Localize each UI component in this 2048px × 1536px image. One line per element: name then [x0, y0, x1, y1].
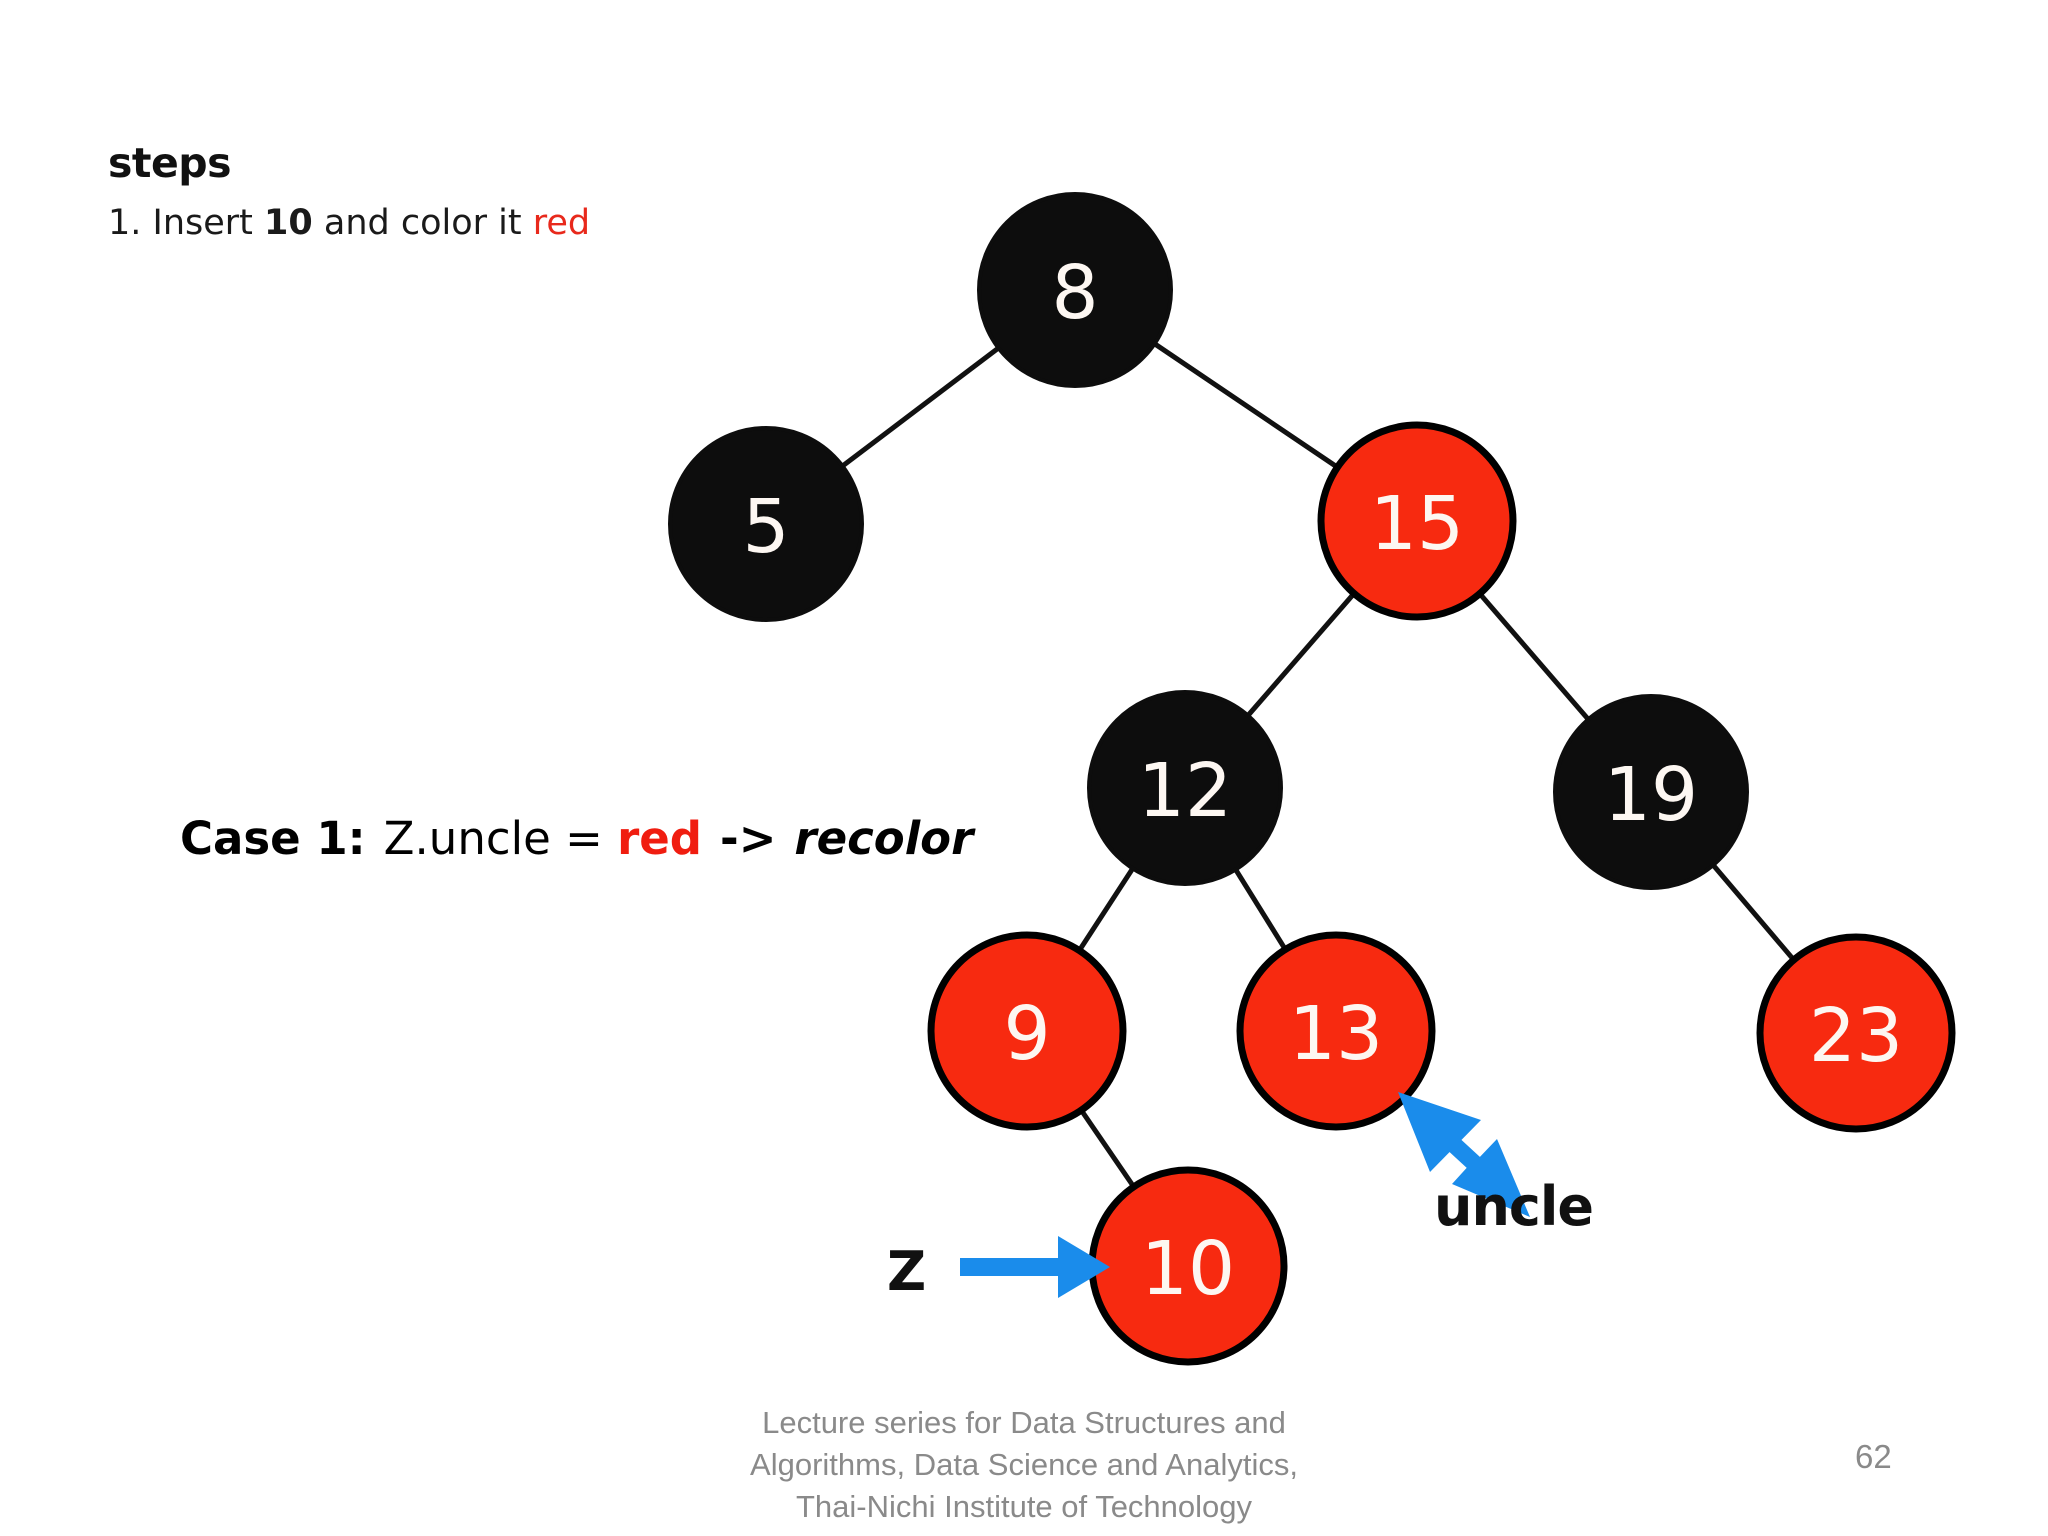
step-1-line: 1. Insert 10 and color it red: [108, 203, 590, 243]
node-value: 19: [1604, 752, 1698, 838]
case-action: recolor: [794, 812, 974, 865]
tree-node-5[interactable]: 5: [668, 426, 864, 622]
z-label: Z: [887, 1240, 927, 1303]
footer-line-3: Thai-Nichi Institute of Technology: [795, 1489, 1253, 1524]
tree-edge: [836, 342, 1005, 472]
node-value: 13: [1289, 991, 1383, 1077]
node-circle: [1317, 421, 1517, 621]
node-value: 5: [742, 484, 789, 570]
step-1-value: 10: [264, 203, 313, 243]
tree-edge: [1707, 858, 1800, 967]
node-value: 12: [1138, 748, 1232, 834]
tree-node-19[interactable]: 19: [1553, 694, 1749, 890]
node-value: 9: [1003, 991, 1050, 1077]
tree-node-15[interactable]: 15: [1317, 421, 1517, 621]
footer-credit: Lecture series for Data Structures and A…: [0, 1402, 2048, 1528]
step-1-middle: and color it: [312, 203, 533, 243]
tree-node-9[interactable]: 9: [927, 931, 1127, 1131]
tree-edge: [1242, 587, 1360, 722]
step-1-prefix: 1. Insert: [108, 203, 265, 243]
tree-edges: [836, 338, 1800, 1194]
uncle-label: uncle: [1434, 1175, 1594, 1238]
tree-node-8[interactable]: 8: [977, 192, 1173, 388]
node-circle: [1553, 694, 1749, 890]
page-number: 62: [1855, 1438, 1892, 1475]
tree-nodes: 8 5 15 12 19 9 13 23 10: [668, 192, 1956, 1366]
uncle-pointer-arrow: [1398, 1092, 1530, 1217]
tree-edge: [1473, 587, 1595, 726]
tree-edge: [1075, 1103, 1140, 1194]
tree-node-23[interactable]: 23: [1756, 933, 1956, 1133]
tree-edge: [1230, 863, 1291, 956]
footer-line-1: Lecture series for Data Structures and: [762, 1405, 1286, 1440]
case-label: Case 1:: [180, 812, 366, 865]
node-circle: [668, 426, 864, 622]
case-arrow: ->: [720, 812, 777, 865]
node-circle: [977, 192, 1173, 388]
node-value: 8: [1051, 250, 1098, 336]
tree-node-13[interactable]: 13: [1236, 931, 1436, 1131]
tree-edge: [1073, 862, 1139, 957]
tree-node-10[interactable]: 10: [1088, 1166, 1288, 1366]
node-value: 10: [1141, 1226, 1235, 1312]
step-1-color-word: red: [532, 203, 591, 243]
case-red-word: red: [617, 812, 703, 865]
case-1-line: Case 1: Z.uncle = red -> recolor: [180, 812, 973, 865]
node-circle: [1087, 690, 1283, 886]
node-value: 15: [1370, 481, 1464, 567]
node-circle: [927, 931, 1127, 1131]
node-circle: [1756, 933, 1956, 1133]
steps-heading: steps: [108, 139, 232, 187]
z-pointer-arrow: [960, 1236, 1110, 1298]
tree-node-12[interactable]: 12: [1087, 690, 1283, 886]
case-expression: Z.uncle =: [383, 812, 618, 865]
node-circle: [1236, 931, 1436, 1131]
tree-edge: [1148, 338, 1344, 473]
footer-line-2: Algorithms, Data Science and Analytics,: [750, 1447, 1298, 1482]
node-value: 23: [1809, 993, 1903, 1079]
